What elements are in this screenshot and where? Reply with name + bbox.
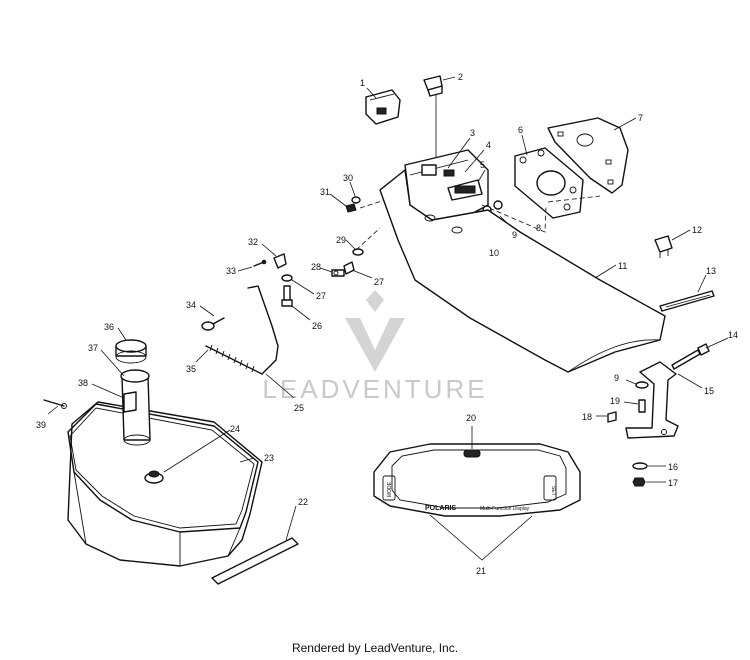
callout-16: 16 — [668, 462, 678, 472]
part-35-spring — [195, 344, 263, 375]
callout-13: 13 — [706, 266, 716, 276]
callout-37: 37 — [88, 343, 98, 353]
part-18-clip — [596, 411, 617, 423]
callout-3: 3 — [470, 128, 475, 138]
callout-27b: 27 — [374, 277, 384, 287]
part-38-strap — [91, 383, 137, 413]
watermark-logo — [345, 290, 405, 372]
watermark: LEADVENTURE — [262, 290, 487, 404]
part-34-eyebolt — [199, 305, 225, 331]
callout-30: 30 — [343, 173, 353, 183]
assembly-line-30 — [359, 199, 386, 209]
callout-6: 6 — [518, 125, 523, 135]
callout-35: 35 — [186, 364, 196, 374]
callout-31: 31 — [320, 187, 330, 197]
assembly-line-7 — [547, 195, 601, 203]
part-32-clip — [261, 243, 287, 269]
part-15-bracket — [625, 361, 703, 439]
part-28-stud — [319, 267, 345, 277]
callout-34: 34 — [186, 300, 196, 310]
part-14-bolt — [671, 337, 729, 370]
part-23-fuel-tank — [67, 401, 263, 567]
part-2-knob — [423, 75, 456, 160]
callout-15: 15 — [704, 386, 714, 396]
callout-28: 28 — [311, 262, 321, 272]
watermark-text: LEADVENTURE — [262, 374, 487, 404]
callout-1: 1 — [360, 78, 365, 88]
callout-10: 10 — [489, 248, 499, 258]
part-26-bolt — [281, 285, 311, 321]
part-27b-nut — [343, 261, 373, 279]
callout-18: 18 — [582, 412, 592, 422]
callout-9: 9 — [512, 230, 517, 240]
callout-14: 14 — [728, 330, 738, 340]
callout-labels: 1 2 3 4 5 6 7 8 9 10 11 12 13 14 15 16 1… — [36, 72, 738, 576]
part-19-bolt — [623, 399, 646, 413]
part-24-grommet — [144, 429, 231, 484]
callout-26: 26 — [312, 321, 322, 331]
part-27-washer — [281, 274, 315, 295]
part-22-strip — [211, 505, 299, 585]
callout-9b: 9 — [614, 373, 619, 383]
callout-20: 20 — [466, 413, 476, 423]
callout-7: 7 — [638, 113, 643, 123]
callout-19: 19 — [610, 396, 620, 406]
part-31-nut — [329, 193, 357, 213]
part-13-strip — [659, 274, 715, 312]
callout-21: 21 — [476, 566, 486, 576]
display-caption: Multi-Function Display — [480, 506, 530, 512]
part-9b-washer — [625, 379, 649, 389]
part-17-nut — [632, 477, 666, 487]
footer-credit: Rendered by LeadVenture, Inc. — [291, 641, 459, 655]
part-11-hood — [379, 169, 666, 373]
callout-22: 22 — [298, 497, 308, 507]
part-20-button — [463, 426, 481, 458]
callout-27: 27 — [316, 291, 326, 301]
part-7-cover — [547, 117, 637, 194]
callout-33: 33 — [226, 266, 236, 276]
part-39-wire-tie — [43, 399, 67, 415]
part-33-pin — [237, 259, 267, 272]
callout-2: 2 — [458, 72, 463, 82]
instrument-cluster — [404, 137, 489, 223]
callout-32: 32 — [248, 237, 258, 247]
callout-39: 39 — [36, 420, 46, 430]
part-25-rod — [247, 285, 295, 399]
callout-17: 17 — [668, 478, 678, 488]
callout-11: 11 — [618, 261, 627, 271]
part-29-washer — [345, 239, 364, 256]
callout-8: 8 — [536, 223, 541, 233]
callout-23: 23 — [264, 453, 274, 463]
callout-12: 12 — [692, 225, 702, 235]
display-set-label: SET — [550, 486, 556, 496]
display-brand: POLARIS — [425, 505, 456, 512]
part-16-washer — [632, 462, 666, 470]
callout-36: 36 — [104, 322, 114, 332]
callout-25: 25 — [294, 403, 304, 413]
callout-4: 4 — [486, 140, 491, 150]
assembly-line-29 — [355, 227, 381, 251]
part-6-gasket — [514, 134, 584, 219]
callout-38: 38 — [78, 378, 88, 388]
part-12-connector — [654, 229, 691, 258]
callout-24: 24 — [230, 424, 240, 434]
display-mode-label: MODE — [387, 481, 393, 497]
callout-5: 5 — [480, 160, 485, 170]
assembly-line-8 — [481, 204, 547, 233]
callout-29: 29 — [336, 235, 346, 245]
part-1-switch — [365, 87, 401, 125]
part-21-display-bezel: MODE SET POLARIS Multi-Function Display — [373, 443, 581, 561]
part-36-cap — [115, 327, 147, 364]
part-30-screw — [349, 181, 361, 204]
